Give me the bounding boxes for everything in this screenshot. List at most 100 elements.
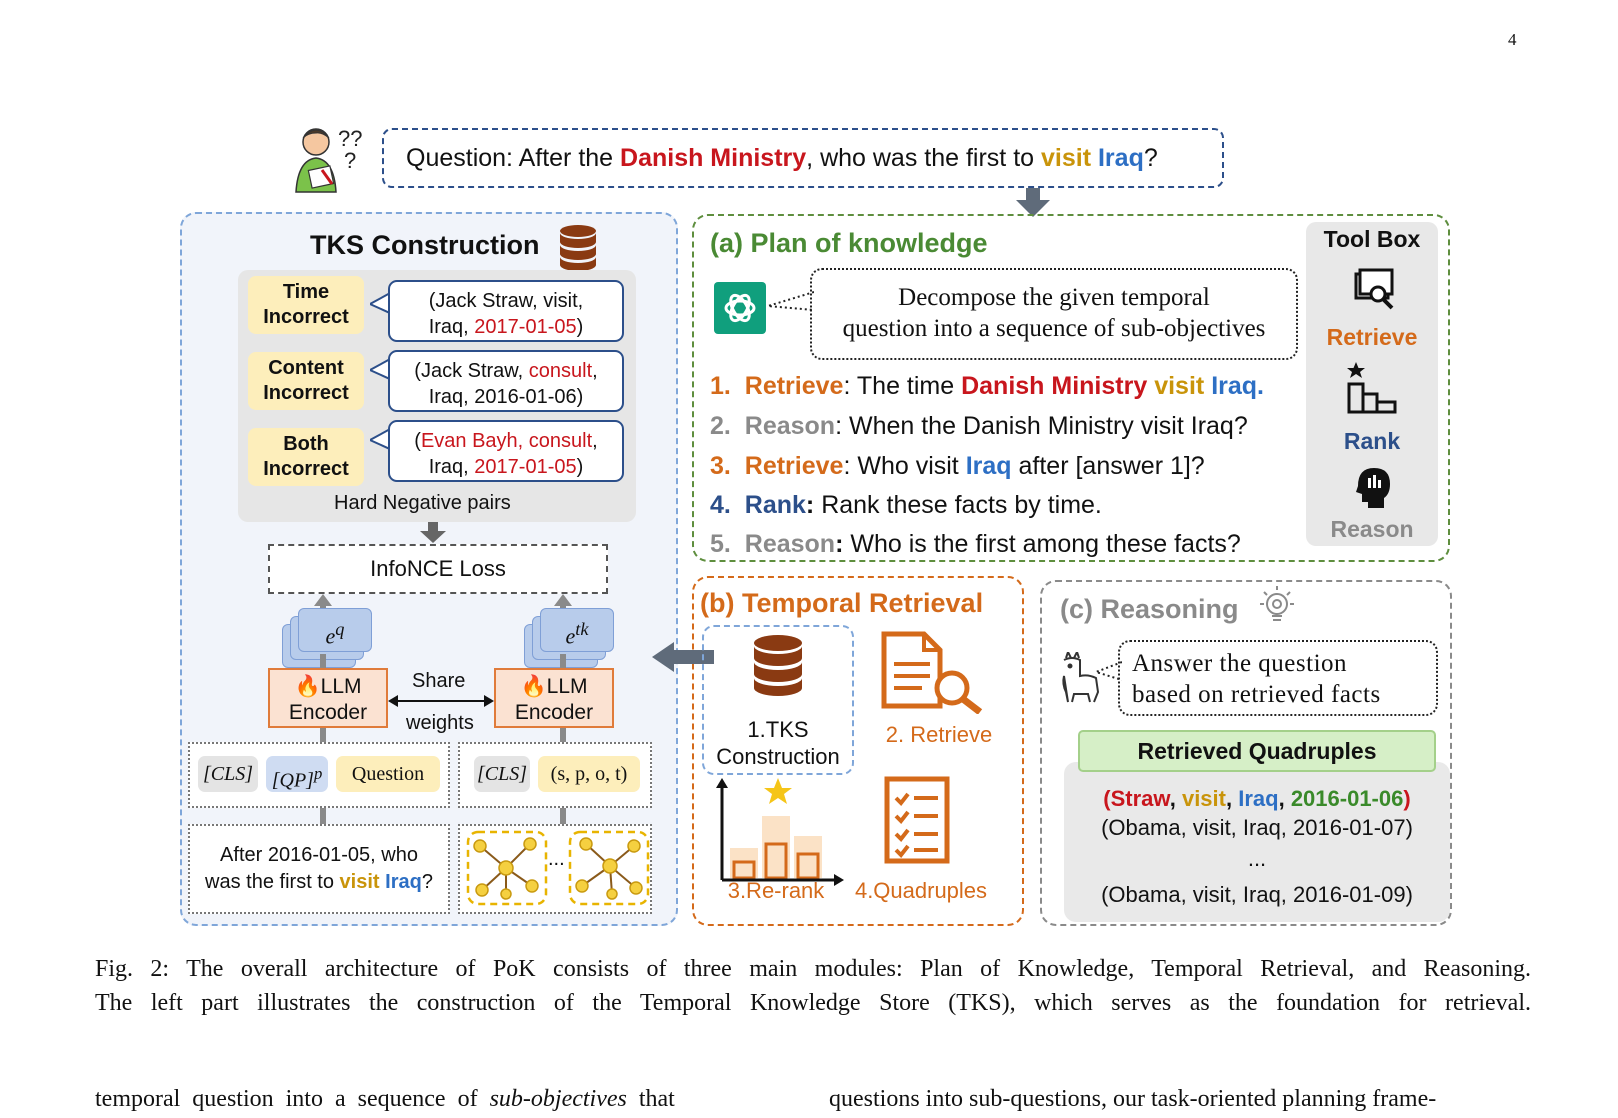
tks-step-label: 1.TKS Construction [702,716,854,770]
quadruple-token: (s, p, o, t) [538,756,640,792]
body-text-left: temporal question into a sequence of sub… [95,1082,797,1116]
fact-text: (Jack Straw, visit, [428,290,584,312]
tool-reason-label: Reason [1330,516,1414,542]
emb-symbol: e [325,623,336,649]
chatgpt-icon [714,282,766,334]
query-prompt-token: [QP]p [266,756,328,792]
graph-input-box [458,824,652,914]
question-mid: , who was the first to [806,144,1041,172]
fact-error: 2017-01-05 [474,316,577,338]
lightbulb-icon [1260,586,1294,621]
query-relation: visit [339,871,380,893]
emb-sup: q [335,619,345,639]
query-line: was the first to [205,871,340,893]
arrow-up-icon [314,594,332,606]
fact-text: Iraq, 2016-01-06) [428,386,584,408]
quadruples-list-bg [1064,762,1450,922]
step-number: 5. [710,530,731,558]
step-number: 3. [710,452,731,480]
fact-error: 2017-01-05 [474,456,577,478]
fact-embedding: etk [540,608,614,652]
step-text: after [answer 1]? [1011,452,1205,480]
query-line: After 2016-01-05, who [220,844,418,866]
step-text: The time [856,372,962,400]
connector [560,728,566,742]
tag-content-incorrect: Content Incorrect [248,352,364,410]
step-tool: Retrieve [744,372,844,400]
retrieve-step-label: 2. Retrieve [885,722,993,747]
step-number: 1. [710,372,731,400]
quad-comma: , [1169,786,1182,811]
quadruple-row: (Obama, visit, Iraq, 2016-01-09) [1101,882,1413,907]
fact-text: Iraq, [428,456,475,478]
tool-box-title: Tool Box [1323,226,1421,252]
step-colon: : [805,491,822,519]
rank-icon [1347,362,1397,414]
tag-time-incorrect: Time Incorrect [248,276,364,334]
negative-fact-2: (Jack Straw, consult, Iraq, 2016-01-06) [388,350,624,412]
bubble-line: based on retrieved facts [1132,681,1381,708]
retrieved-quadruples-title: Retrieved Quadruples [1078,730,1436,772]
fact-error: Evan Bayh, consult [420,430,593,452]
document-search-icon [881,631,983,714]
step-line: Construction [716,744,840,769]
knowledge-graph-icon [466,830,548,906]
query-embedding: eq [298,608,372,652]
body-text: temporal question into a sequence of [95,1086,490,1112]
confused-person-icon: ?? ? [295,126,362,193]
quad-predicate: visit [1181,786,1226,811]
quad-paren: ) [1403,786,1411,811]
plan-step-4: 4. Rank: Rank these facts by time. [710,491,1102,520]
bubble-tail [768,291,814,311]
cls-token: [CLS] [474,756,530,792]
chatgpt-logo-icon [724,293,756,323]
bubble-line: Answer the question [1132,650,1348,677]
cls-token: [CLS] [198,756,258,792]
encoder-label: LLM [320,675,362,698]
tag-both-incorrect: Both Incorrect [248,428,364,486]
arrow-down-to-loss [420,522,446,543]
database-icon [560,225,596,271]
step-text: Rank these facts by time. [821,491,1102,519]
query-object: Iraq [385,871,422,893]
question-suffix: ? [1143,144,1158,172]
fact-text: (Jack Straw, [414,360,529,382]
step-entity: Danish Ministry [961,372,1148,400]
quad-comma: , [1278,786,1291,811]
step-text: Who visit [857,452,966,480]
connector [320,654,326,668]
quad-time: 2016-01-06 [1290,786,1404,811]
fact-error: consult [528,360,593,382]
encoder-label: Encoder [288,701,368,724]
step-object: Iraq [965,452,1012,480]
pok-title: (a) Plan of knowledge [710,228,988,258]
qp-sup: p [313,764,323,783]
negative-fact-1: (Jack Straw, visit, Iraq, 2017-01-05) [388,280,624,342]
emb-symbol: e [565,623,576,649]
plan-step-1: 1. Retrieve: The time Danish Ministry vi… [710,372,1264,401]
fire-icon: 🔥 [520,675,547,698]
tks-construction-step [702,625,854,775]
weights-label: weights [406,712,474,734]
step-line: 1.TKS [747,717,809,742]
tks-title: TKS Construction [310,230,540,260]
tag-line1: Both [283,433,329,455]
tag-line2: Incorrect [263,458,349,480]
page-number: 4 [1508,30,1517,49]
plan-step-5: 5. Reason: Who is the first among these … [710,530,1241,559]
rerank-bar-icon [716,778,844,886]
bubble-line: Decompose the given temporal [898,284,1210,311]
quadruple-row: (Obama, visit, Iraq, 2016-01-07) [1101,815,1413,840]
connector [320,808,326,824]
double-arrow-icon [388,695,494,707]
llm-encoder-left: 🔥LLM Encoder [268,668,388,728]
share-label: Share [412,670,466,692]
qp-text: [QP] [271,769,314,792]
step-relation: visit [1154,372,1205,400]
llama-icon [1062,652,1100,703]
step-colon: : [843,372,857,400]
tool-rank-label: Rank [1343,428,1401,454]
step-colon: : [835,530,851,558]
fire-icon: 🔥 [294,675,321,698]
fact-text: ) [576,316,584,338]
